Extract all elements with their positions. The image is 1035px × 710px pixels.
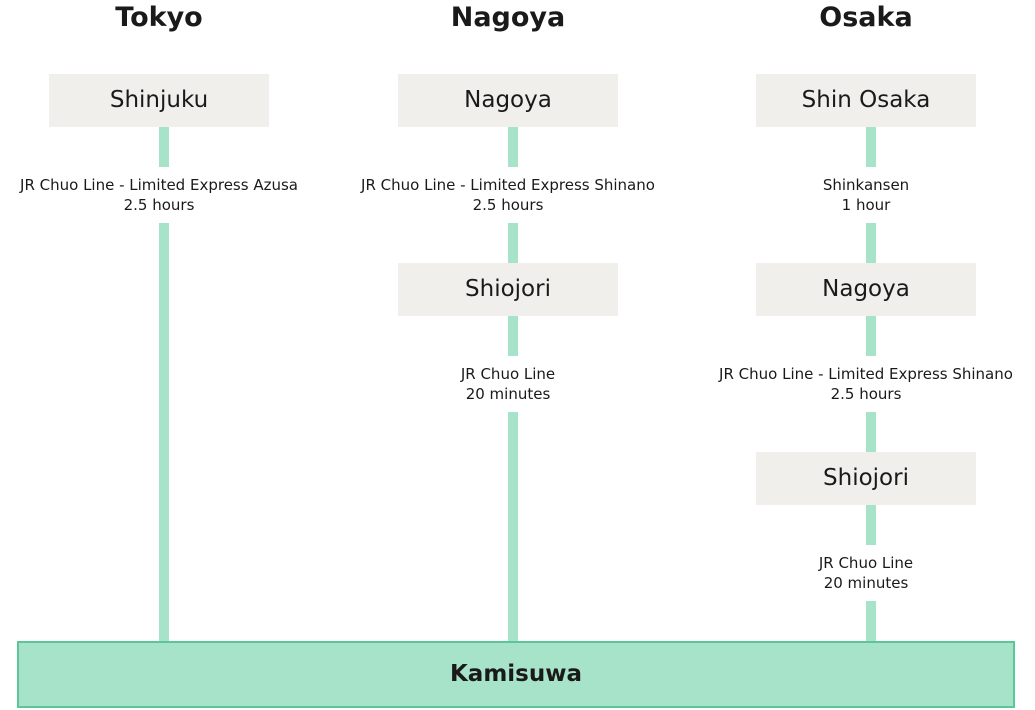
segment-line: JR Chuo Line - Limited Express Azusa <box>20 176 298 194</box>
segment-line: Shinkansen <box>822 176 910 194</box>
segment-line: JR Chuo Line - Limited Express Shinano <box>361 176 655 194</box>
route-segment: JR Chuo Line - Limited Express Shinano 2… <box>338 167 678 223</box>
segment-line: JR Chuo Line - Limited Express Shinano <box>719 365 1013 383</box>
route-track-tokyo <box>159 120 169 642</box>
destination-box: Kamisuwa <box>17 641 1015 708</box>
route-segment: JR Chuo Line - Limited Express Shinano 2… <box>696 356 1035 412</box>
column-title-nagoya: Nagoya <box>450 2 566 33</box>
route-segment: JR Chuo Line 20 minutes <box>696 545 1035 601</box>
segment-duration: 1 hour <box>841 196 891 214</box>
segment-duration: 20 minutes <box>823 574 909 592</box>
column-title-osaka: Osaka <box>819 2 913 33</box>
route-segment: JR Chuo Line - Limited Express Azusa 2.5… <box>0 167 329 223</box>
segment-duration: 2.5 hours <box>472 196 544 214</box>
segment-line: JR Chuo Line <box>460 365 556 383</box>
segment-duration: 2.5 hours <box>123 196 195 214</box>
station-box: Shiojori <box>398 263 618 316</box>
route-segment: JR Chuo Line 20 minutes <box>338 356 678 412</box>
route-segment: Shinkansen 1 hour <box>696 167 1035 223</box>
station-box: Nagoya <box>398 74 618 127</box>
segment-duration: 20 minutes <box>465 385 551 403</box>
segment-duration: 2.5 hours <box>830 385 902 403</box>
station-box: Nagoya <box>756 263 976 316</box>
column-title-tokyo: Tokyo <box>115 2 203 33</box>
station-box: Shin Osaka <box>756 74 976 127</box>
segment-line: JR Chuo Line <box>818 554 914 572</box>
station-box: Shiojori <box>756 452 976 505</box>
station-box: Shinjuku <box>49 74 269 127</box>
